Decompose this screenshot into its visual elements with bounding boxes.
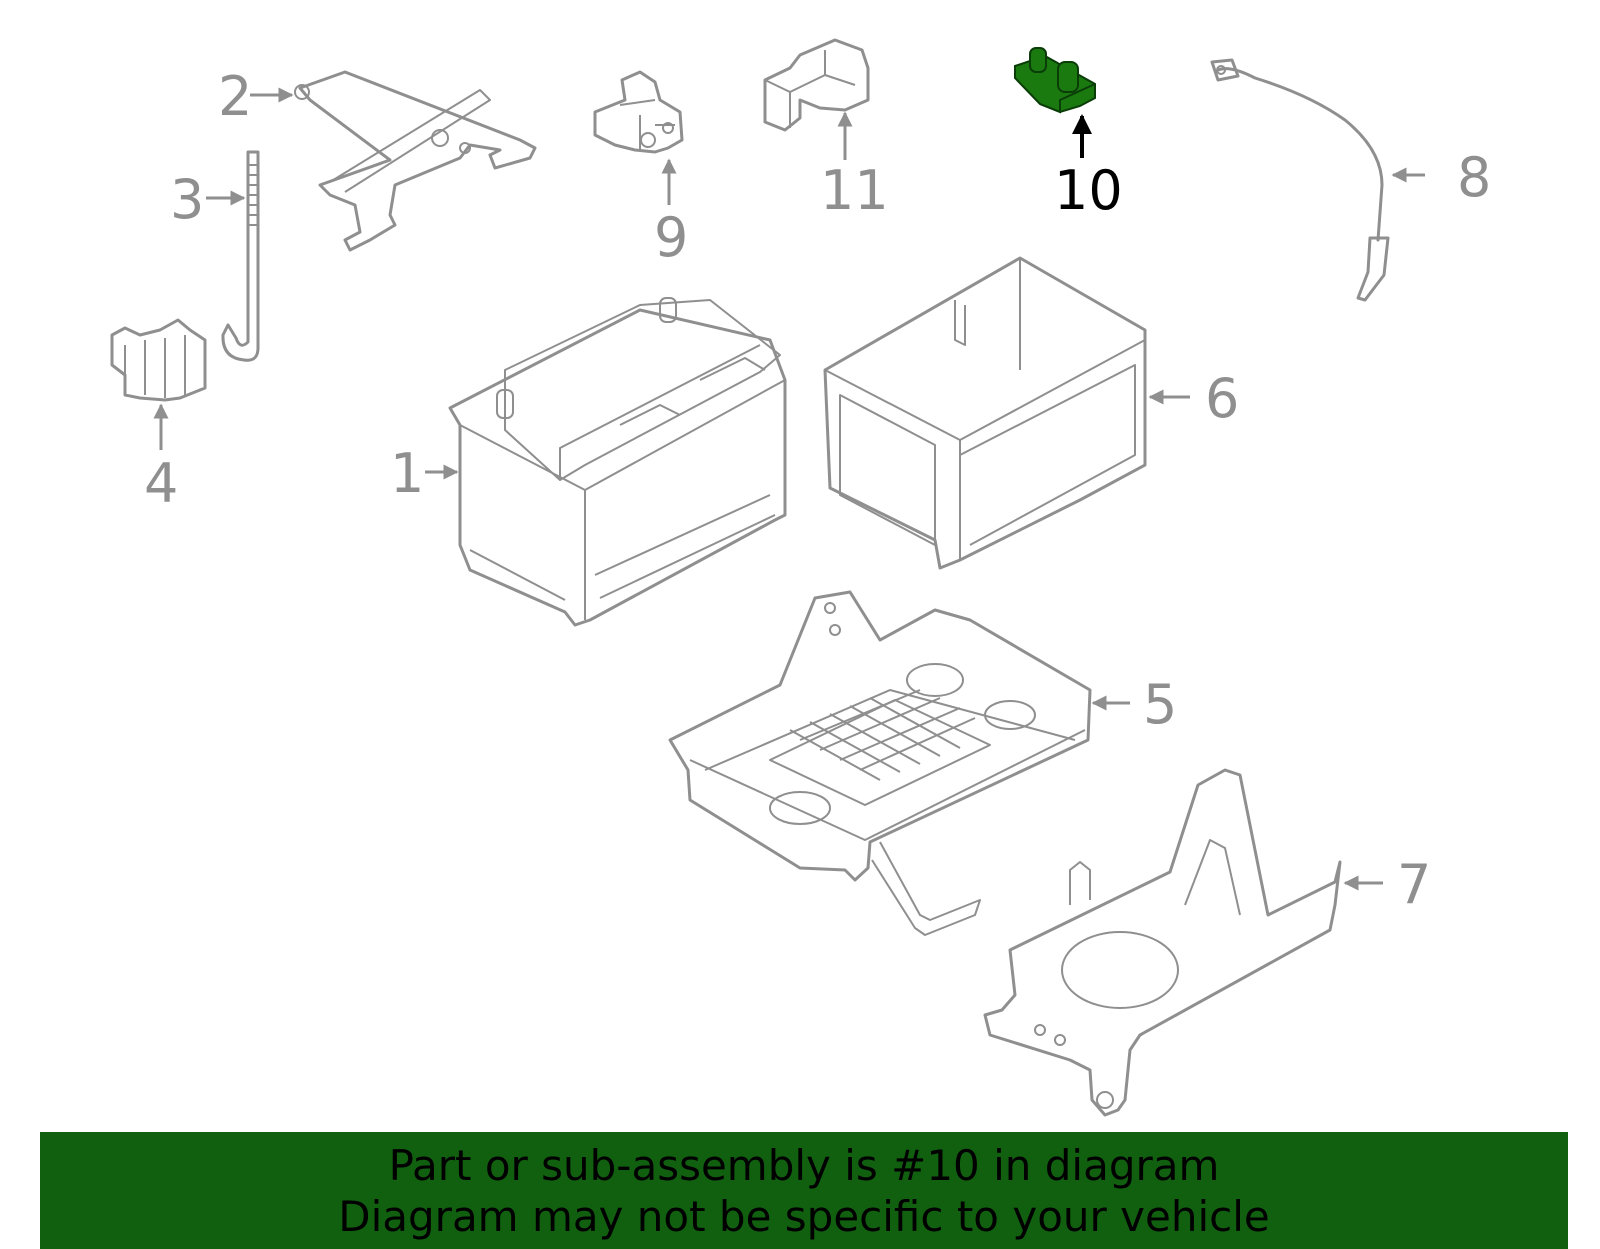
callout-8[interactable]: 8 [1457,146,1491,209]
callout-3[interactable]: 3 [170,168,204,231]
callout-7[interactable]: 7 [1397,853,1431,916]
part-4-clip[interactable] [110,318,207,402]
part-10-highlighted-terminal[interactable] [1014,47,1096,114]
callout-1[interactable]: 1 [390,442,424,505]
callout-10[interactable]: 10 [1054,159,1123,222]
part-3-hook-bolt[interactable] [221,150,260,362]
part-11-terminal-cover[interactable] [763,38,870,132]
callout-9[interactable]: 9 [654,206,688,269]
banner-line-2: Diagram may not be specific to your vehi… [338,1191,1270,1241]
callout-11[interactable]: 11 [820,159,889,222]
part-1-battery[interactable] [448,297,787,627]
callout-4[interactable]: 4 [144,452,178,515]
leader-lines [153,87,1425,891]
part-9-terminal-clamp[interactable] [593,70,684,154]
part-7-tray-bracket[interactable] [983,768,1342,1117]
callout-2[interactable]: 2 [218,65,252,128]
part-6-battery-box[interactable] [823,256,1147,570]
part-2-hold-down-bracket[interactable] [294,70,537,252]
part-5-battery-tray[interactable] [668,590,1092,936]
info-banner: Part or sub-assembly is #10 in diagram D… [40,1132,1568,1249]
callout-5[interactable]: 5 [1143,673,1177,736]
callout-6[interactable]: 6 [1205,367,1239,430]
banner-line-1: Part or sub-assembly is #10 in diagram [388,1140,1220,1190]
part-8-battery-cable[interactable] [1210,58,1390,302]
